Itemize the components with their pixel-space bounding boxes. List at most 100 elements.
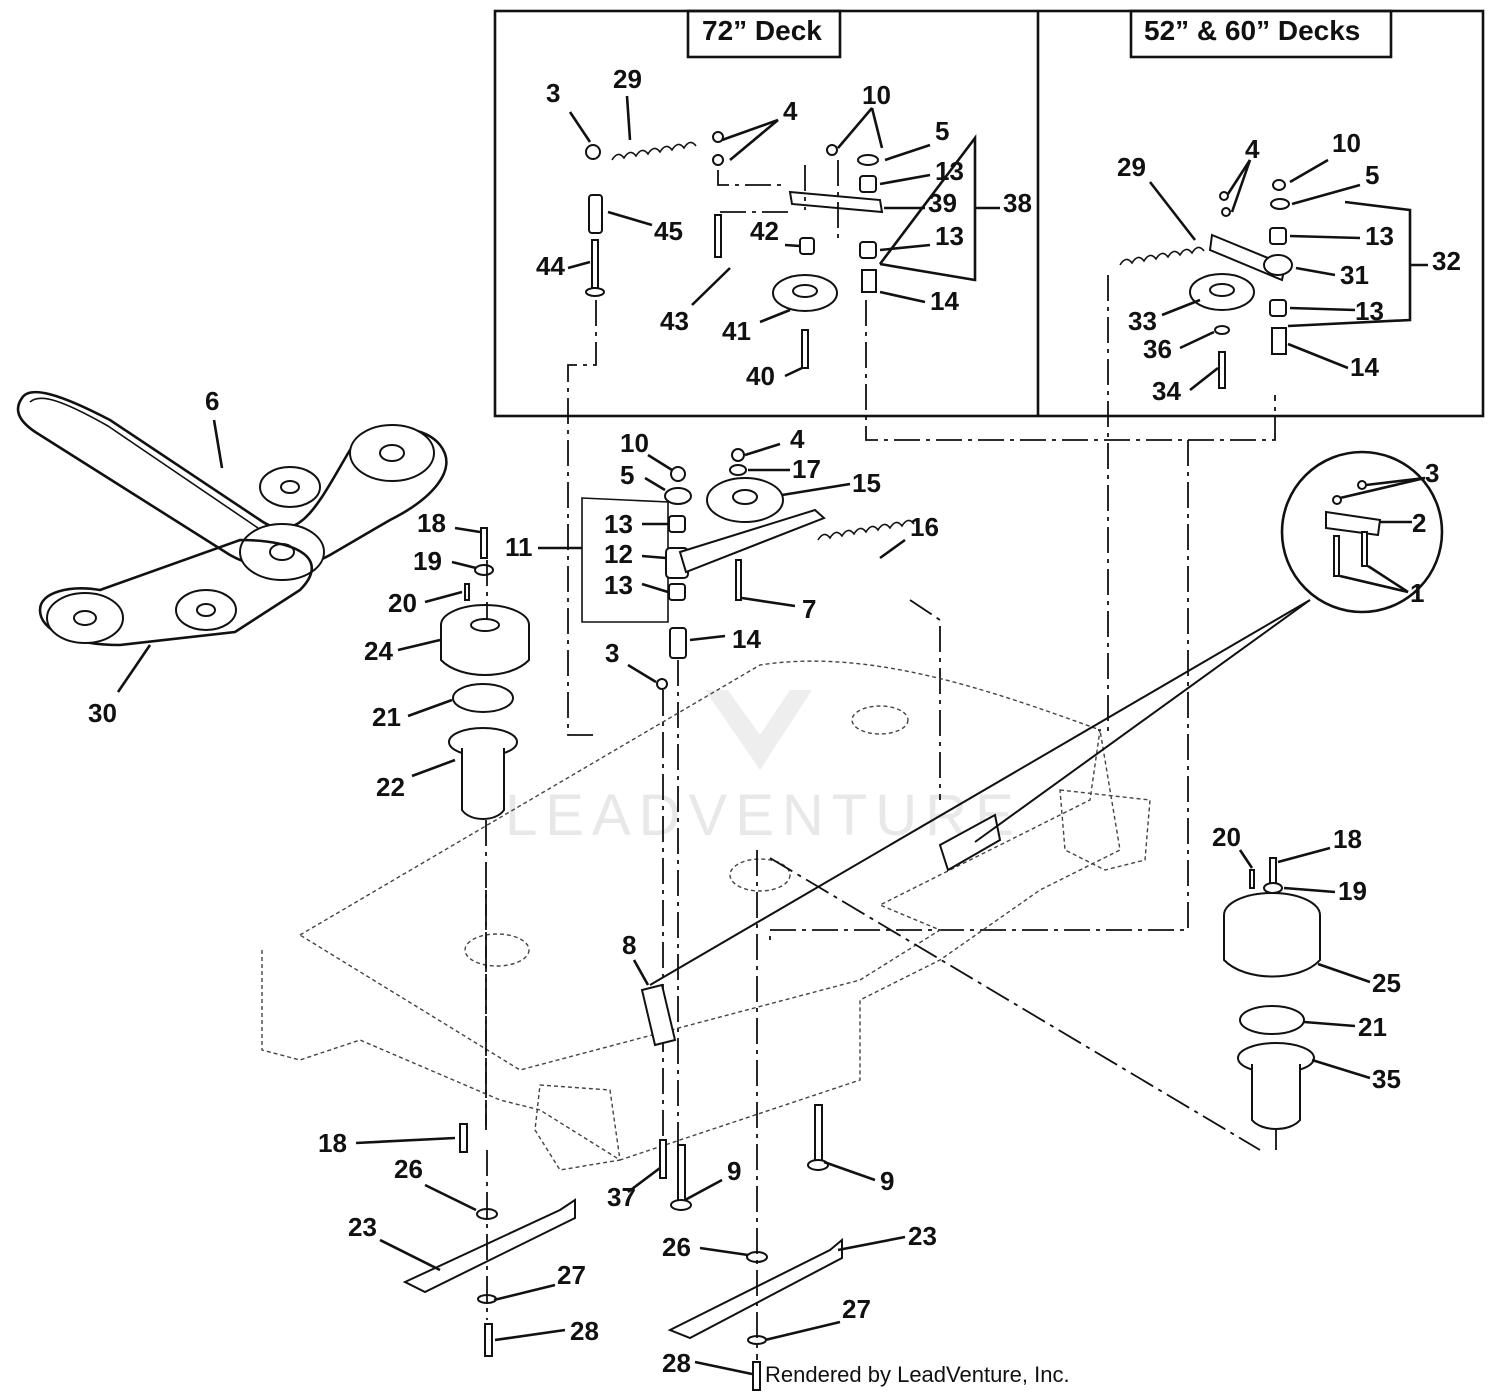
callout: 13 bbox=[604, 570, 633, 600]
leader-12 bbox=[641, 554, 667, 560]
bracket-part-2-installed bbox=[938, 813, 1002, 872]
leader-32-bracket bbox=[1287, 200, 1428, 328]
bracket-part-2-detail bbox=[1325, 510, 1382, 537]
leader-5 bbox=[884, 143, 931, 162]
leader-34 bbox=[1189, 366, 1219, 392]
callout: 31 bbox=[1340, 260, 1369, 290]
bolt-head-part-44 bbox=[585, 287, 605, 297]
callout: 12 bbox=[604, 539, 633, 569]
detail-leader-line bbox=[649, 599, 1311, 986]
leader-37 bbox=[627, 1166, 661, 1194]
pivot-part-14-b bbox=[1271, 327, 1287, 355]
leader-20 bbox=[424, 590, 463, 604]
leader-1a bbox=[1339, 574, 1409, 594]
leader-18b bbox=[1277, 846, 1331, 864]
leader-4d bbox=[1230, 159, 1252, 213]
belt-pulley-hub-e bbox=[196, 603, 216, 617]
callout: 5 bbox=[935, 116, 949, 146]
leader-30 bbox=[116, 644, 152, 693]
bolt-part-9-a bbox=[677, 1144, 686, 1204]
leader-10d bbox=[647, 453, 673, 472]
bolt-part-28-b bbox=[752, 1361, 761, 1391]
bolt-part-40 bbox=[801, 329, 809, 369]
pulley-body-24 bbox=[440, 625, 530, 676]
callout: 3 bbox=[546, 78, 560, 108]
leader-13c bbox=[1289, 234, 1361, 240]
washer-part-19-a bbox=[474, 564, 494, 576]
callout: 21 bbox=[1358, 1012, 1387, 1042]
leader-14c bbox=[689, 634, 726, 642]
washer-part-36 bbox=[1214, 325, 1230, 335]
nut-part-4-c bbox=[1219, 191, 1229, 201]
callout: 37 bbox=[607, 1182, 636, 1212]
spring-part-29-b bbox=[1119, 246, 1205, 266]
leader-18 bbox=[454, 526, 481, 534]
detail-nut-b bbox=[1357, 480, 1367, 490]
callout: 29 bbox=[613, 64, 642, 94]
inset-title-52-60-decks: 52” & 60” Decks bbox=[1144, 15, 1360, 46]
inset-frames: 72” Deck 52” & 60” Decks bbox=[493, 9, 1485, 418]
callout: 33 bbox=[1128, 306, 1157, 336]
guard-part-21-a bbox=[452, 683, 514, 713]
bolt-part-9-b bbox=[814, 1104, 823, 1164]
bolt-part-34 bbox=[1218, 351, 1226, 389]
inset-72-parts bbox=[567, 131, 1276, 736]
inset-title-72-deck: 72” Deck bbox=[702, 15, 822, 46]
leader-15 bbox=[781, 482, 851, 497]
leader-5c bbox=[644, 476, 666, 492]
leader-19b bbox=[1283, 886, 1336, 894]
nut-part-3 bbox=[585, 144, 601, 160]
leader-10b bbox=[870, 107, 884, 149]
bushing-part-13-d bbox=[1269, 299, 1287, 317]
detail-circle bbox=[1280, 450, 1444, 614]
nut-part-3-b bbox=[656, 678, 668, 690]
leader-4c bbox=[1226, 159, 1252, 195]
callout: 9 bbox=[727, 1156, 741, 1186]
sleeve-part-45 bbox=[588, 194, 603, 234]
callout: 26 bbox=[394, 1154, 423, 1184]
bolt-part-43 bbox=[714, 214, 722, 258]
deck-top-outline bbox=[298, 660, 1101, 1071]
callout: 11 bbox=[505, 532, 533, 562]
belt-pulley-hub-b bbox=[280, 480, 300, 494]
pulley-hub-24 bbox=[470, 618, 500, 632]
callout: 21 bbox=[372, 702, 401, 732]
callout: 16 bbox=[910, 512, 939, 542]
leader-13d bbox=[1289, 306, 1356, 312]
callout: 3 bbox=[605, 638, 619, 668]
belt-inner-edge-6 bbox=[29, 397, 259, 529]
callout: 13 bbox=[604, 509, 633, 539]
washer-part-5 bbox=[857, 154, 879, 166]
leader-3 bbox=[568, 111, 592, 143]
leader-26 bbox=[424, 1183, 477, 1212]
key-part-20-b bbox=[1249, 869, 1255, 889]
callout: 10 bbox=[620, 428, 649, 458]
bolt-part-18-c bbox=[459, 1123, 468, 1153]
callout: 27 bbox=[557, 1260, 586, 1290]
key-part-20-a bbox=[464, 583, 470, 601]
leader-4e bbox=[744, 442, 781, 457]
leader-43 bbox=[691, 267, 731, 306]
bolt-part-28-a bbox=[484, 1323, 493, 1357]
spindle-housing-part-22 bbox=[461, 748, 505, 820]
callout: 29 bbox=[1117, 152, 1146, 182]
callout: 45 bbox=[654, 216, 683, 246]
inset-72-centerlines bbox=[567, 160, 839, 736]
idler-arm-part-39 bbox=[788, 190, 884, 214]
leader-24 bbox=[397, 638, 441, 652]
callout: 13 bbox=[935, 156, 964, 186]
callout: 23 bbox=[348, 1212, 377, 1242]
leader-28b bbox=[694, 1360, 753, 1376]
washer-part-5-c bbox=[664, 487, 692, 505]
spacer-part-42 bbox=[799, 237, 815, 255]
bolt-part-44 bbox=[591, 239, 599, 289]
leader-18c bbox=[355, 1136, 456, 1145]
guard-part-21-b bbox=[1239, 1005, 1305, 1035]
mower-deck bbox=[261, 599, 1311, 1171]
deck-spindle-hole-left bbox=[464, 933, 530, 967]
detail-circle-group bbox=[1280, 450, 1444, 614]
callout: 4 bbox=[790, 424, 805, 454]
leader-6 bbox=[212, 419, 224, 469]
blades-and-hardware bbox=[402, 850, 843, 1391]
